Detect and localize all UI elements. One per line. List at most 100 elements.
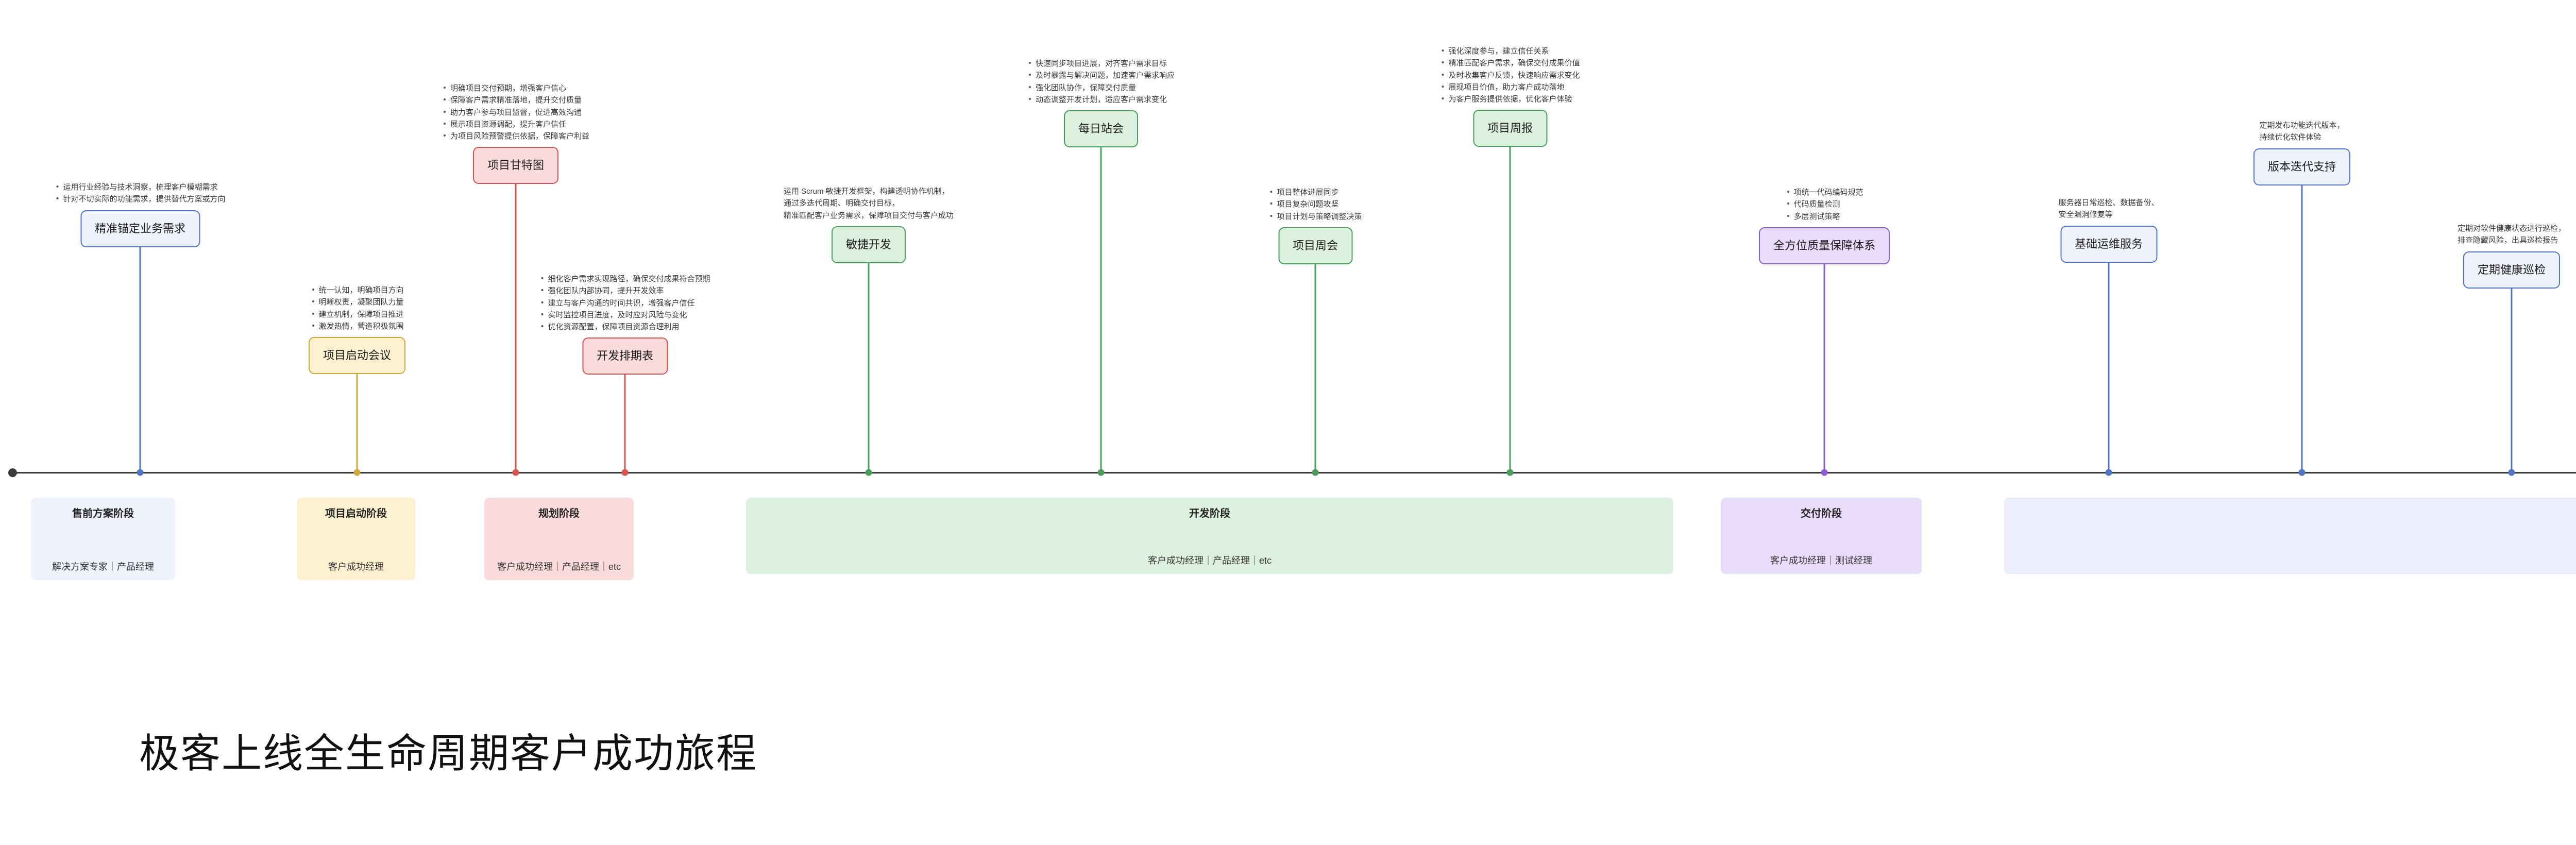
- milestone-chip-basic-ops-service[interactable]: 基础运维服务: [2060, 225, 2158, 263]
- milestone-notes: 项目整体进展同步项目复杂问题攻坚项目计划与策略调整决策: [1268, 187, 1362, 223]
- milestone-chip-agile-development[interactable]: 敏捷开发: [831, 226, 906, 263]
- milestone-notes: 运用 Scrum 敏捷开发框架，构建透明协作机制， 通过多迭代周期、明确交付目标，…: [784, 185, 954, 222]
- phase-roles: 客户成功经理｜测试经理: [1770, 555, 1872, 566]
- phase-band-kickoff[interactable]: 项目启动阶段客户成功经理: [297, 498, 415, 580]
- milestone-chip-regular-health-check[interactable]: 定期健康巡检: [2463, 251, 2561, 289]
- milestone-note-line: 强化深度参与，建立信任关系: [1440, 45, 1580, 57]
- milestone-note-line: 服务器日常巡检、数据备份、: [2058, 198, 2159, 207]
- milestone-node-agile-development[interactable]: 运用 Scrum 敏捷开发框架，构建透明协作机制， 通过多迭代周期、明确交付目标，…: [784, 185, 954, 263]
- milestone-note-line: 持续优化软件体验: [2259, 133, 2321, 142]
- milestone-note-line: 运用 Scrum 敏捷开发框架，构建透明协作机制，: [783, 187, 950, 196]
- milestone-notes: 细化客户需求实现路径，确保交付成果符合预期强化团队内部协同，提升开发效率建立与客…: [539, 273, 710, 333]
- milestone-note-line: 展现项目价值，助力客户成功落地: [1440, 81, 1580, 93]
- milestone-node-project-weekly-report[interactable]: 强化深度参与，建立信任关系精准匹配客户需求，确保交付成果价值及时收集客户反馈，快…: [1440, 45, 1580, 147]
- milestone-notes: 强化深度参与，建立信任关系精准匹配客户需求，确保交付成果价值及时收集客户反馈，快…: [1440, 45, 1580, 105]
- milestone-note-line: 项目整体进展同步: [1268, 187, 1362, 198]
- milestone-node-project-gantt-chart[interactable]: 明确项目交付预期，增强客户信心保障客户需求精准落地，提升交付质量助力客户参与项目…: [442, 82, 589, 184]
- milestone-notes: 统一认知，明确项目方向明晰权责，凝聚团队力量建立机制，保障项目推进激发热情，营造…: [310, 284, 404, 332]
- milestone-note-line: 为项目风险预警提供依据，保障客户利益: [442, 130, 589, 142]
- milestone-chip-version-iteration-support[interactable]: 版本迭代支持: [2253, 148, 2351, 185]
- milestone-node-precise-requirements[interactable]: 运用行业经验与技术洞察，梳理客户模糊需求针对不切实际的功能需求，提供替代方案或方…: [55, 181, 226, 247]
- milestone-notes: 项统一代码编码规范代码质量检测多层测试策略: [1785, 187, 1863, 223]
- phase-band-planning[interactable]: 规划阶段客户成功经理｜产品经理｜etc: [484, 498, 634, 580]
- milestone-axis-dot: [1821, 469, 1828, 476]
- milestone-notes: 快速同步项目进展，对齐客户需求目标及时暴露与解决问题，加速客户需求响应强化团队协…: [1027, 58, 1175, 106]
- phase-roles: 解决方案专家｜产品经理: [52, 562, 154, 572]
- timeline-start-dot: [8, 468, 17, 477]
- milestone-node-project-weekly-meeting[interactable]: 项目整体进展同步项目复杂问题攻坚项目计划与策略调整决策项目周会: [1268, 187, 1362, 264]
- milestone-node-regular-health-check[interactable]: 定期对软件健康状态进行巡检， 排查隐藏风险，出具巡检报告定期健康巡检: [2458, 223, 2566, 289]
- phase-band-delivery[interactable]: 交付阶段客户成功经理｜测试经理: [1721, 498, 1922, 574]
- phase-band-presales[interactable]: 售前方案阶段解决方案专家｜产品经理: [31, 498, 175, 580]
- milestone-axis-dot: [1506, 469, 1514, 476]
- milestone-axis-dot: [1312, 469, 1319, 476]
- milestone-note-line: 快速同步项目进展，对齐客户需求目标: [1027, 58, 1175, 70]
- milestone-connector-line: [1100, 147, 1102, 472]
- milestone-axis-dot: [137, 469, 144, 476]
- milestone-note-line: 强化团队内部协同，提升开发效率: [539, 285, 710, 297]
- milestone-note-line: 项目计划与策略调整决策: [1268, 211, 1362, 223]
- phase-roles: 客户成功经理｜产品经理｜etc: [1147, 555, 1272, 566]
- milestone-note-line: 定期对软件健康状态进行巡检，: [2457, 224, 2566, 233]
- milestone-note-line: 通过多迭代周期、明确交付目标，: [783, 199, 900, 208]
- phase-title: 规划阶段: [538, 508, 580, 519]
- milestone-node-daily-standup[interactable]: 快速同步项目进展，对齐客户需求目标及时暴露与解决问题，加速客户需求响应强化团队协…: [1027, 58, 1175, 147]
- phase-band-development[interactable]: 开发阶段客户成功经理｜产品经理｜etc: [746, 498, 1673, 574]
- milestone-note-line: 统一认知，明确项目方向: [310, 284, 404, 296]
- phase-title: 开发阶段: [1189, 508, 1230, 519]
- milestone-chip-project-weekly-meeting[interactable]: 项目周会: [1278, 227, 1353, 264]
- milestone-chip-project-gantt-chart[interactable]: 项目甘特图: [472, 147, 559, 184]
- milestone-note-line: 及时收集客户反馈，快速响应需求变化: [1440, 70, 1580, 81]
- milestone-note-line: 及时暴露与解决问题，加速客户需求响应: [1027, 70, 1175, 81]
- phase-title: 项目启动阶段: [325, 508, 387, 519]
- milestone-chip-precise-requirements[interactable]: 精准锚定业务需求: [80, 210, 200, 247]
- milestone-axis-dot: [512, 469, 519, 476]
- milestone-note-line: 动态调整开发计划，适应客户需求变化: [1027, 94, 1175, 106]
- milestone-connector-line: [2511, 289, 2513, 472]
- timeline-axis: [10, 472, 2576, 474]
- milestone-note-line: 项统一代码编码规范: [1785, 187, 1863, 198]
- milestone-chip-daily-standup[interactable]: 每日站会: [1063, 110, 1139, 147]
- phase-band-continuous-growth[interactable]: 持续增长阶段客户成功经理: [2004, 498, 2576, 574]
- milestone-note-line: 展示项目资源调配，提升客户信任: [442, 119, 589, 130]
- milestone-axis-dot: [2105, 469, 2112, 476]
- milestone-notes: 定期对软件健康状态进行巡检， 排查隐藏风险，出具巡检报告: [2458, 223, 2566, 247]
- milestone-connector-line: [139, 247, 141, 472]
- milestone-note-line: 排查隐藏风险，出具巡检报告: [2457, 236, 2558, 245]
- milestone-connector-line: [2108, 263, 2110, 472]
- milestone-notes: 服务器日常巡检、数据备份、安全漏洞修复等: [2058, 197, 2159, 221]
- milestone-node-version-iteration-support[interactable]: 定期发布功能迭代版本，持续优化软件体验版本迭代支持: [2253, 120, 2351, 185]
- milestone-chip-project-kickoff-meeting[interactable]: 项目启动会议: [308, 337, 406, 374]
- milestone-axis-dot: [865, 469, 872, 476]
- milestone-note-line: 安全漏洞修复等: [2058, 210, 2113, 219]
- milestone-note-line: 针对不切实际的功能需求，提供替代方案或方向: [55, 193, 226, 205]
- milestone-node-basic-ops-service[interactable]: 服务器日常巡检、数据备份、安全漏洞修复等基础运维服务: [2058, 197, 2159, 263]
- milestone-connector-line: [868, 263, 870, 472]
- milestone-note-line: 明确项目交付预期，增强客户信心: [442, 82, 589, 94]
- milestone-chip-dev-schedule-table[interactable]: 开发排期表: [582, 337, 668, 375]
- milestone-note-line: 建立与客户沟通的时间共识，增强客户信任: [539, 297, 710, 309]
- milestone-note-line: 细化客户需求实现路径，确保交付成果符合预期: [539, 273, 710, 285]
- milestone-node-project-kickoff-meeting[interactable]: 统一认知，明确项目方向明晰权责，凝聚团队力量建立机制，保障项目推进激发热情，营造…: [308, 284, 406, 374]
- milestone-axis-dot: [353, 469, 361, 476]
- milestone-note-line: 明晰权责，凝聚团队力量: [310, 296, 404, 308]
- milestone-chip-project-weekly-report[interactable]: 项目周报: [1472, 110, 1548, 147]
- milestone-note-line: 强化团队协作，保障交付质量: [1027, 82, 1175, 94]
- milestone-note-line: 建立机制，保障项目推进: [310, 309, 404, 320]
- milestone-node-dev-schedule-table[interactable]: 细化客户需求实现路径，确保交付成果符合预期强化团队内部协同，提升开发效率建立与客…: [539, 273, 710, 375]
- milestone-note-line: 项目复杂问题攻坚: [1268, 198, 1362, 210]
- milestone-note-line: 优化资源配置，保障项目资源合理利用: [539, 321, 710, 333]
- milestone-note-line: 激发热情，营造积极氛围: [310, 320, 404, 332]
- milestone-notes: 明确项目交付预期，增强客户信心保障客户需求精准落地，提升交付质量助力客户参与项目…: [442, 82, 589, 142]
- milestone-axis-dot: [621, 469, 629, 476]
- milestone-connector-line: [356, 374, 358, 472]
- milestone-node-quality-assurance-system[interactable]: 项统一代码编码规范代码质量检测多层测试策略全方位质量保障体系: [1758, 187, 1890, 264]
- milestone-chip-quality-assurance-system[interactable]: 全方位质量保障体系: [1758, 227, 1890, 264]
- milestone-axis-dot: [2298, 469, 2306, 476]
- milestone-axis-dot: [2508, 469, 2515, 476]
- milestone-axis-dot: [1097, 469, 1105, 476]
- milestone-connector-line: [1509, 147, 1511, 472]
- milestone-connector-line: [1823, 264, 1825, 472]
- milestone-notes: 定期发布功能迭代版本，持续优化软件体验: [2259, 120, 2344, 144]
